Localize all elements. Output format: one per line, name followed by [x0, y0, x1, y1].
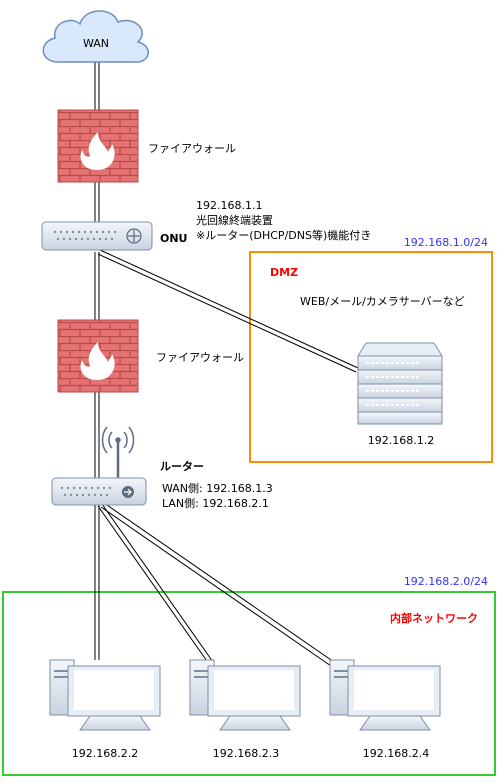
- internal-subnet-label: 192.168.2.0/24: [404, 575, 488, 588]
- wan-cloud: WAN: [42, 10, 149, 63]
- dmz-zone: 192.168.1.0/24 DMZ WEB/メール/カメラサーバーなど: [249, 236, 493, 463]
- flame-icon: [80, 342, 115, 380]
- flame-icon: [80, 132, 115, 170]
- onu-port-dots: [53, 230, 117, 241]
- wifi-antenna-icon: [101, 426, 135, 478]
- router-port-dots: [60, 486, 112, 497]
- internal-network-zone: 192.168.2.0/24 内部ネットワーク: [2, 575, 496, 776]
- router-wan-ip: WAN側: 192.168.1.3: [162, 482, 273, 495]
- router-name: ルーター: [160, 460, 204, 473]
- internal-network-border: [2, 591, 496, 776]
- firewall-middle: ファイアウォール: [57, 319, 244, 393]
- dmz-server-ip: 192.168.1.2: [368, 434, 434, 447]
- cable-onu-server: [99, 249, 359, 369]
- onu-desc-line1: 光回線終端装置: [196, 213, 273, 227]
- router-lan-ip: LAN側: 192.168.2.1: [162, 497, 269, 510]
- dmz-subnet-label: 192.168.1.0/24: [404, 236, 488, 249]
- pc-icon: [329, 659, 441, 731]
- pc-2-ip: 192.168.2.3: [213, 747, 279, 760]
- onu-icon: [41, 221, 153, 251]
- pc-icon: [189, 659, 301, 731]
- internal-network-title: 内部ネットワーク: [390, 611, 478, 625]
- router-device: ルーター WAN側: 192.168.1.3 LAN側: 192.168.2.1: [51, 426, 273, 510]
- dmz-server: 192.168.1.2: [357, 342, 443, 447]
- router-arrow-icon: [122, 486, 134, 498]
- firewall-middle-label: ファイアウォール: [156, 351, 244, 364]
- firewall-top-label: ファイアウォール: [148, 142, 236, 155]
- firewall-top: ファイアウォール: [57, 109, 236, 183]
- pc-3-ip: 192.168.2.4: [363, 747, 429, 760]
- wan-label: WAN: [83, 37, 109, 50]
- onu-device: ONU 192.168.1.1 光回線終端装置 ※ルーター(DHCP/DNS等)…: [41, 199, 371, 251]
- onu-arrows-icon: [126, 228, 142, 244]
- server-top-icon: [357, 342, 443, 357]
- cable-router-pc3: [103, 502, 335, 663]
- pc-1-ip: 192.168.2.2: [72, 747, 138, 760]
- dmz-border: [249, 251, 493, 463]
- network-cables: [94, 62, 359, 667]
- server-rack-icon: [357, 355, 443, 425]
- pc-1: [49, 659, 161, 731]
- pc-icon: [49, 659, 161, 731]
- dmz-title: DMZ: [270, 266, 298, 279]
- cable-router-pc2: [101, 503, 214, 663]
- onu-name: ONU: [160, 232, 188, 245]
- onu-ip: 192.168.1.1: [196, 199, 262, 212]
- pc-2: [189, 659, 301, 731]
- onu-desc-line2: ※ルーター(DHCP/DNS等)機能付き: [196, 228, 371, 242]
- pc-3: [329, 659, 441, 731]
- dmz-description: WEB/メール/カメラサーバーなど: [300, 295, 465, 308]
- cloud-icon: [42, 10, 149, 63]
- router-icon: [51, 477, 147, 506]
